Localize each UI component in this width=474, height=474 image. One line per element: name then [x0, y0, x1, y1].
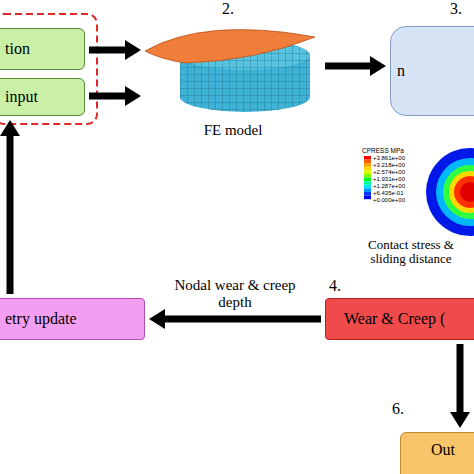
arrow-head	[450, 412, 470, 428]
fe-model-figure: FE model	[145, 25, 321, 145]
flow-arrow	[89, 86, 141, 106]
arrow-shaft	[89, 93, 127, 100]
contour-value: +0.000e+00	[373, 197, 405, 204]
contour-value: +6.435e-01	[373, 190, 404, 197]
flow-arrow	[89, 40, 141, 60]
contour-value: +1.287e+00	[373, 183, 405, 190]
step-number: 3.	[450, 0, 462, 18]
arrow-shaft	[325, 63, 372, 70]
contour-value: +2.574e+00	[373, 169, 405, 176]
arrow-shaft	[163, 316, 321, 323]
arrow-shaft	[457, 344, 464, 414]
edge-label: Nodal wear & creep depth	[165, 277, 305, 312]
process-box: tion	[0, 28, 85, 70]
flow-arrow	[149, 309, 321, 329]
step-number: 6.	[392, 400, 404, 418]
contour-value: +3.218e+00	[373, 162, 405, 169]
flow-arrow	[325, 56, 386, 76]
flow-arrow	[450, 344, 470, 428]
contour-legend-bar	[364, 156, 371, 199]
flow-arrow	[0, 120, 20, 294]
figure-caption: FE model	[204, 122, 263, 139]
box-label: Wear & Creep (	[344, 310, 445, 328]
box-label: Out	[431, 441, 455, 459]
box-label: etry update	[5, 310, 77, 328]
process-box: Wear & Creep (	[325, 298, 474, 340]
arrow-head	[149, 309, 165, 329]
contour-value: +3.861e+00	[373, 155, 405, 162]
arrow-head	[370, 56, 386, 76]
arrow-head	[125, 40, 141, 60]
step-number: 2.	[222, 0, 234, 18]
process-box: input	[0, 78, 85, 116]
process-box: n	[390, 26, 474, 116]
arrow-head	[0, 120, 20, 136]
arrow-head	[125, 86, 141, 106]
contour-title: CPRESS MPa	[362, 147, 404, 154]
box-label: tion	[5, 40, 30, 58]
contact-stress-contour	[426, 148, 474, 236]
contour-value: +1.931e+00	[373, 176, 405, 183]
arrow-shaft	[7, 134, 14, 294]
box-label: input	[5, 88, 38, 106]
figure-caption: Contact stress & sliding distance	[352, 238, 470, 267]
arrow-shaft	[89, 47, 127, 54]
box-label: n	[397, 62, 405, 80]
process-box: etry update	[0, 298, 145, 340]
step-number: 4.	[329, 277, 341, 295]
output-box: Out	[400, 432, 474, 474]
